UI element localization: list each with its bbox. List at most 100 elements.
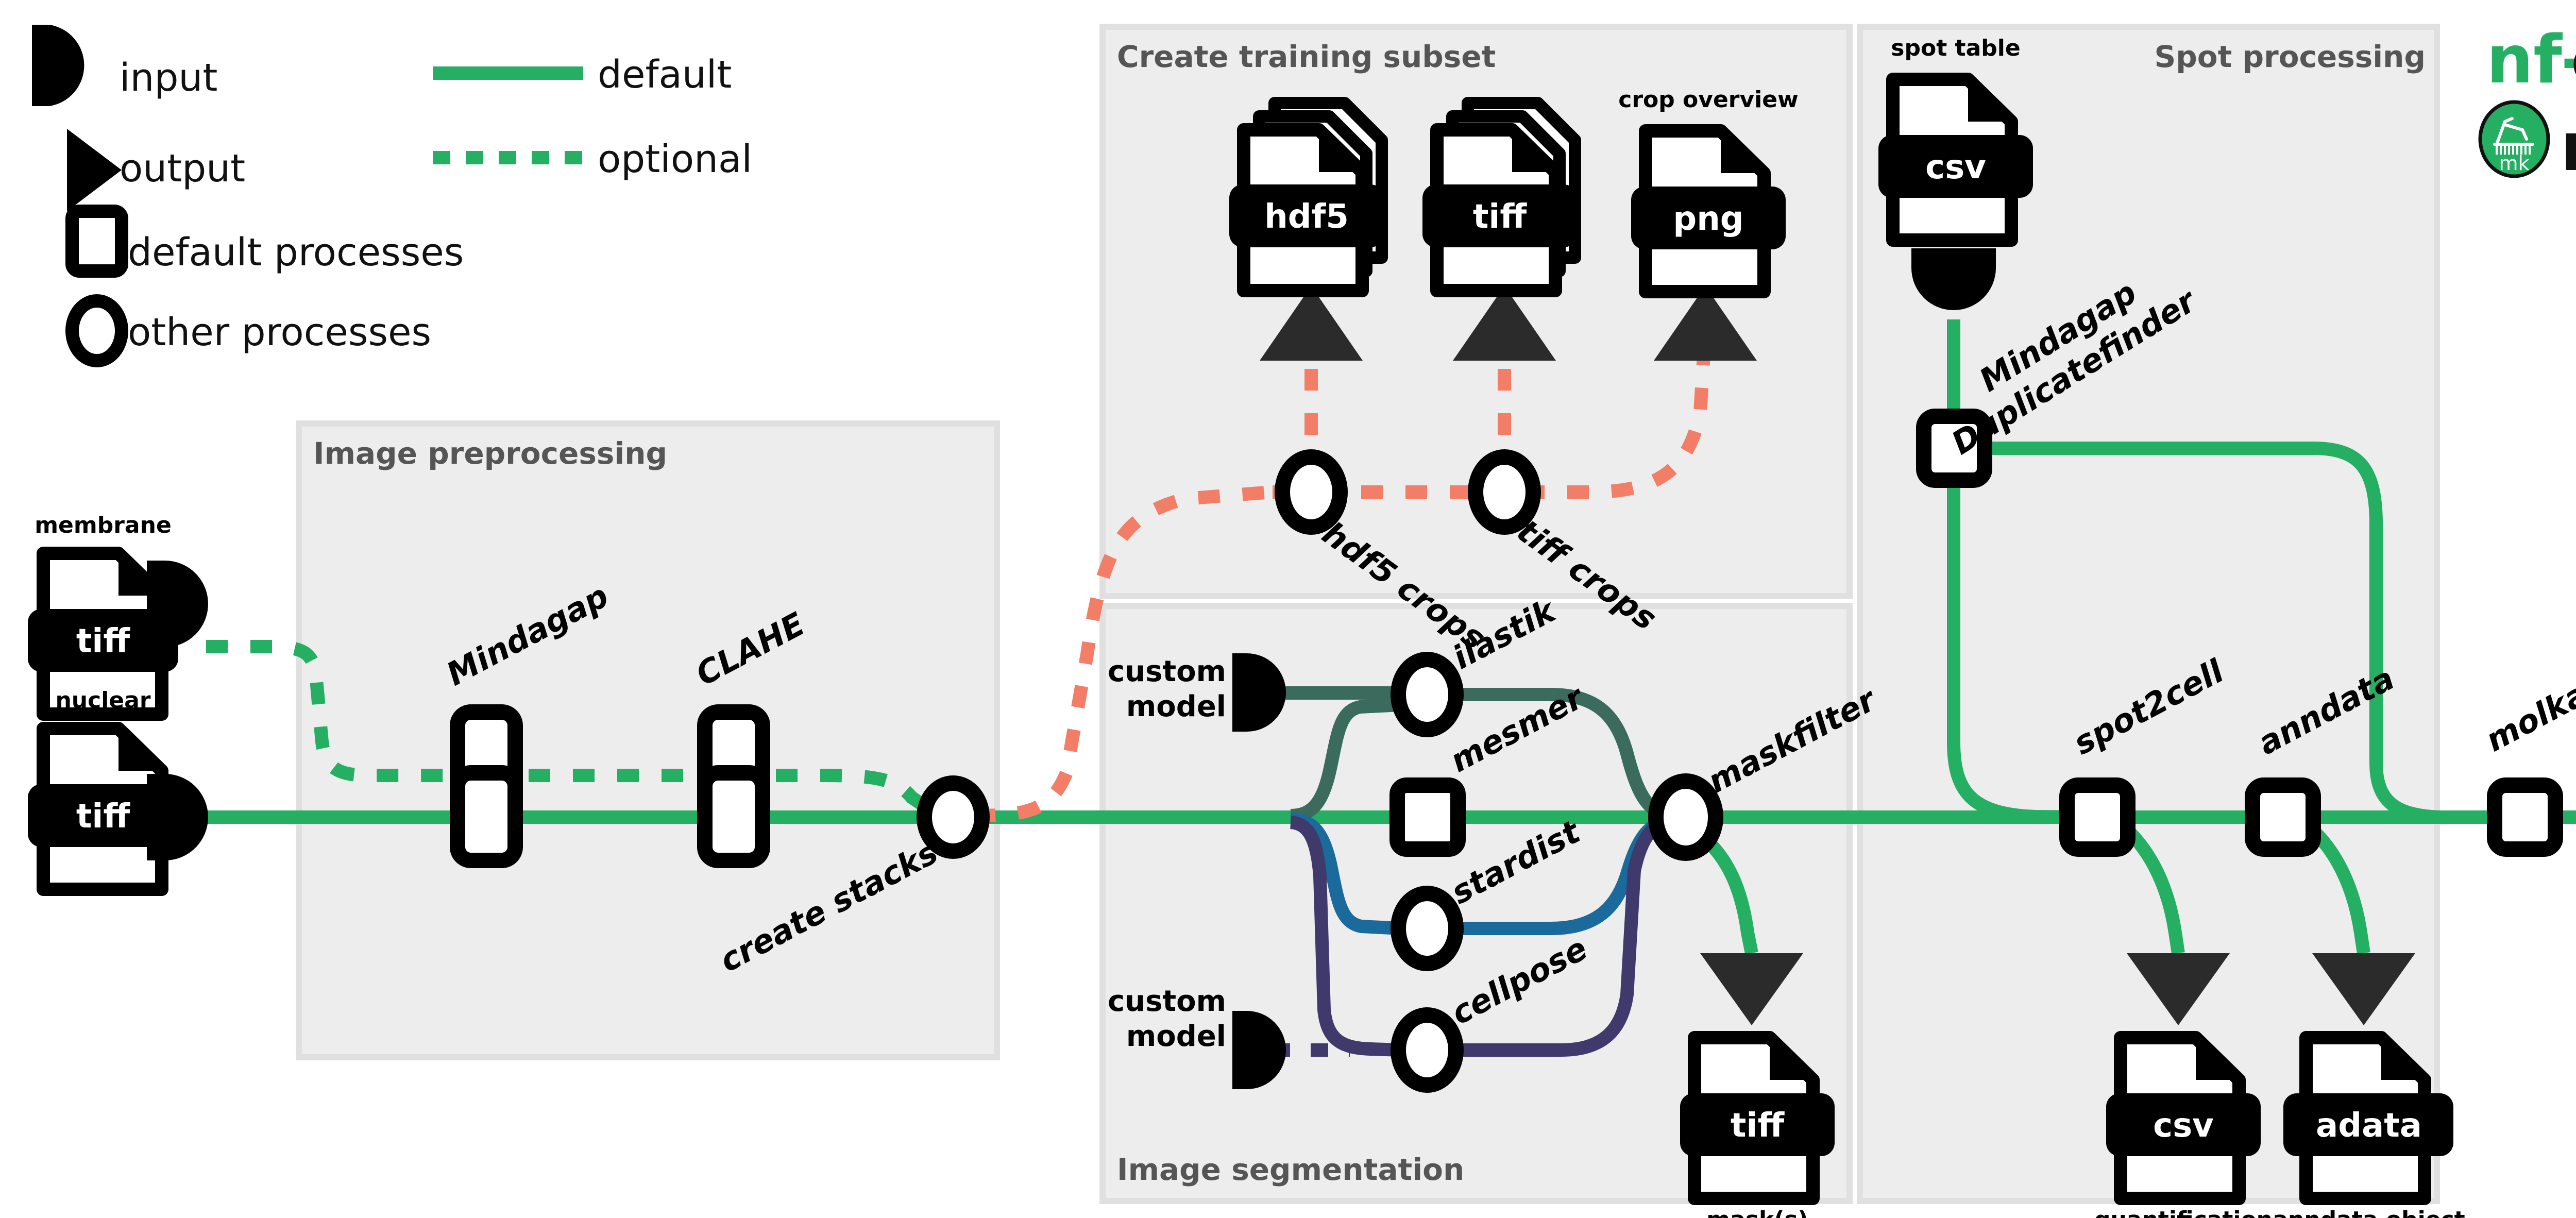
file-ext-band: [1878, 135, 2033, 198]
file-ext-band: [1422, 184, 1577, 247]
file-icon-hdf5-crops: hdf5: [1229, 97, 1388, 297]
process-label: molkartqc: [2480, 640, 2576, 759]
file-ext-label: tiff: [1473, 198, 1528, 236]
file-icon-quantification: csv quantification: [2094, 1031, 2273, 1218]
panel-title-image-preprocessing: Image preprocessing: [313, 436, 667, 471]
file-ext-band: [28, 784, 178, 847]
process-circle[interactable]: [917, 775, 990, 859]
edge-mindagapdup-to-spot2cell: [1947, 474, 2087, 824]
custom-model-line1: custom: [1108, 655, 1226, 688]
file-caption: spot table: [1891, 35, 2020, 61]
process-circle[interactable]: [1391, 652, 1464, 737]
process-square[interactable]: [2245, 777, 2321, 857]
process-square[interactable]: [2059, 777, 2136, 857]
file-glyph: tiff: [28, 547, 178, 721]
file-icon-crop-overview: png crop overview: [1618, 87, 1799, 298]
legend-item-default-processes: default processes: [65, 205, 464, 278]
arrow-down-quantification: [2127, 953, 2230, 1025]
edge-clahe-to-createstacks-optional: [732, 769, 938, 818]
process-circle[interactable]: [1275, 449, 1348, 535]
panel-image-preprocessing: Image preprocessing: [296, 420, 1000, 1060]
process-circle[interactable]: [1391, 1007, 1464, 1093]
file-ext-label: png: [1673, 200, 1743, 238]
file-ext-band: [28, 609, 178, 672]
edges: [206, 319, 2576, 1057]
file-icon-tiff-crops: tiff: [1422, 97, 1581, 297]
file-ext-label: tiff: [76, 622, 131, 661]
file-ext-label: tiff: [1731, 1107, 1785, 1145]
logo-core-suffix: core/: [2571, 22, 2576, 98]
file-ext-band: [1680, 1093, 1835, 1156]
edge-mindagapdup-to-anndata: [1984, 442, 2483, 824]
edge-spot2cell-to-quantification: [2123, 825, 2185, 954]
input-custom-model-cellpose: custom model: [1108, 985, 1286, 1089]
file-caption: crop overview: [1618, 87, 1799, 113]
file-icon-membrane-tiff: tiff membrane: [28, 512, 178, 721]
legend-label-other-processes: other processes: [128, 310, 431, 354]
custom-model-line2: model: [1126, 1020, 1226, 1053]
file-ext-band: [2283, 1093, 2453, 1156]
input-connector-spottable-body: [1911, 248, 1996, 310]
legend-item-input: input: [32, 25, 217, 106]
process-square[interactable]: [1389, 777, 1466, 857]
process-square[interactable]: [2487, 777, 2563, 857]
legend-line-optional: optional: [433, 137, 752, 181]
process-box-lower[interactable]: [697, 765, 770, 868]
custom-model-line1: custom: [1108, 985, 1226, 1018]
input-custom-model-ilastik: custom model: [1108, 653, 1286, 732]
file-ext-band: [1631, 187, 1786, 249]
legend-label-default-processes: default processes: [128, 230, 464, 275]
input-connector-nuclear-icon: [147, 774, 208, 860]
panel-title-image-segmentation: Image segmentation: [1117, 1152, 1464, 1187]
legend-label-input: input: [120, 56, 217, 100]
file-caption: quantification: [2094, 1207, 2273, 1218]
nf-core-logo: nf- core/ mk molkart: [2478, 22, 2576, 186]
input-connector-custommodel-icon: [1232, 1011, 1286, 1089]
legend-item-other-processes: other processes: [65, 294, 431, 367]
output-arrows: [1260, 286, 2415, 1025]
edge-createstacks-to-crops-optional: [973, 485, 1273, 822]
file-caption: nuclear: [55, 687, 150, 714]
panel-title-create-training-subset: Create training subset: [1117, 39, 1496, 74]
file-caption: anndata object: [2273, 1207, 2465, 1218]
arrow-up-hdf5: [1260, 286, 1363, 361]
d-shape-input-icon: [32, 25, 84, 106]
file-caption: membrane: [35, 512, 172, 538]
legend-label-line-default: default: [598, 53, 732, 97]
process-circle[interactable]: [1391, 886, 1464, 971]
file-ext-label: csv: [2153, 1107, 2214, 1145]
edge-spine-to-cellpose: [1290, 816, 1402, 1057]
file-ext-label: adata: [2316, 1107, 2422, 1145]
arrow-down-masks: [1700, 953, 1803, 1025]
process-molkartqc[interactable]: molkartqc: [2480, 640, 2576, 857]
file-icon-anndata-object: adata anndata object: [2273, 1031, 2465, 1218]
input-connector-membrane-icon: [147, 561, 208, 647]
process-circle[interactable]: [1648, 773, 1723, 861]
file-caption: mask(s): [1706, 1207, 1808, 1218]
mk-badge-label: mk: [2499, 152, 2529, 175]
file-ext-label: hdf5: [1264, 198, 1349, 236]
triangle-output-icon: [67, 129, 122, 211]
logo-pipeline-name: molkart: [2561, 108, 2576, 186]
file-icon-spot-table: csv spot table: [1878, 35, 2033, 247]
input-connector-custommodel-icon: [1232, 653, 1286, 732]
process-box-lower[interactable]: [450, 765, 523, 868]
process-square[interactable]: [1916, 409, 1992, 488]
panel-rect: [296, 420, 1000, 1060]
file-ext-label: csv: [1925, 148, 1986, 187]
edge-tiffcrops-to-cropoverview: [1479, 329, 1712, 499]
file-ext-band: [2106, 1093, 2261, 1156]
arrow-up-png: [1654, 286, 1757, 361]
edge-membrane-optional: [206, 640, 484, 782]
logo-nf-prefix: nf-: [2486, 22, 2576, 98]
arrow-up-tiff: [1453, 286, 1556, 361]
process-circle[interactable]: [1468, 449, 1541, 535]
file-ext-band: [1229, 184, 1384, 247]
mk-badge-icon: mk: [2478, 100, 2550, 178]
square-process-icon: [65, 205, 128, 278]
file-icon-masks: tiff mask(s): [1680, 1031, 1835, 1218]
legend-line-default: default: [433, 53, 732, 97]
circle-process-icon: [65, 294, 128, 367]
